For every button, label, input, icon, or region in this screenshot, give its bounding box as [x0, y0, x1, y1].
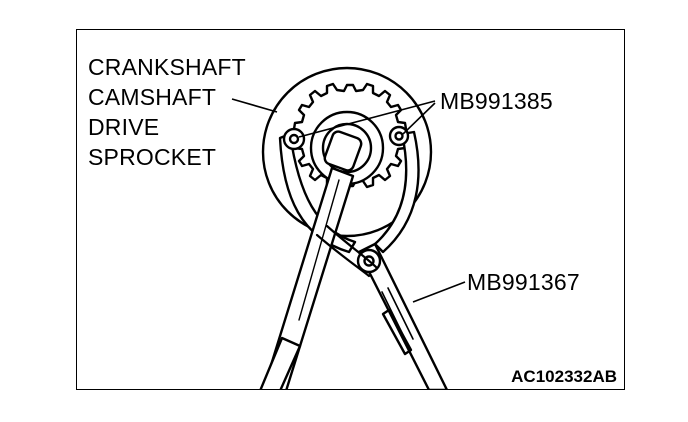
- wrench-slot: [381, 308, 413, 356]
- sprocket-label-line-4: SPROCKET: [88, 144, 217, 170]
- wrench-link: [325, 224, 379, 270]
- figure-id: AC102332AB: [511, 367, 617, 386]
- sprocket-label: CRANKSHAFT CAMSHAFT DRIVE SPROCKET: [88, 52, 246, 172]
- holder-arm-right: [373, 130, 420, 254]
- wrench-tool-label: MB991367: [467, 269, 580, 295]
- holder-pin-left: [282, 127, 306, 151]
- sprocket-label-line-2: CAMSHAFT: [88, 84, 217, 110]
- leader-holder-right: [402, 102, 436, 135]
- sprocket-label-line-3: DRIVE: [88, 114, 160, 140]
- wrench-handle: [262, 166, 355, 389]
- sprocket-tool-illustration: [231, 66, 466, 389]
- figure-frame: CRANKSHAFT CAMSHAFT DRIVE SPROCKET MB991…: [76, 29, 625, 390]
- leader-wrench: [412, 281, 466, 303]
- holder-pin-right: [388, 125, 410, 147]
- holder-tool-label: MB991385: [440, 88, 553, 114]
- wrench-socket: [323, 130, 363, 172]
- leader-holder-left: [298, 100, 436, 138]
- leader-sprocket: [231, 98, 278, 113]
- sprocket-label-line-1: CRANKSHAFT: [88, 54, 246, 80]
